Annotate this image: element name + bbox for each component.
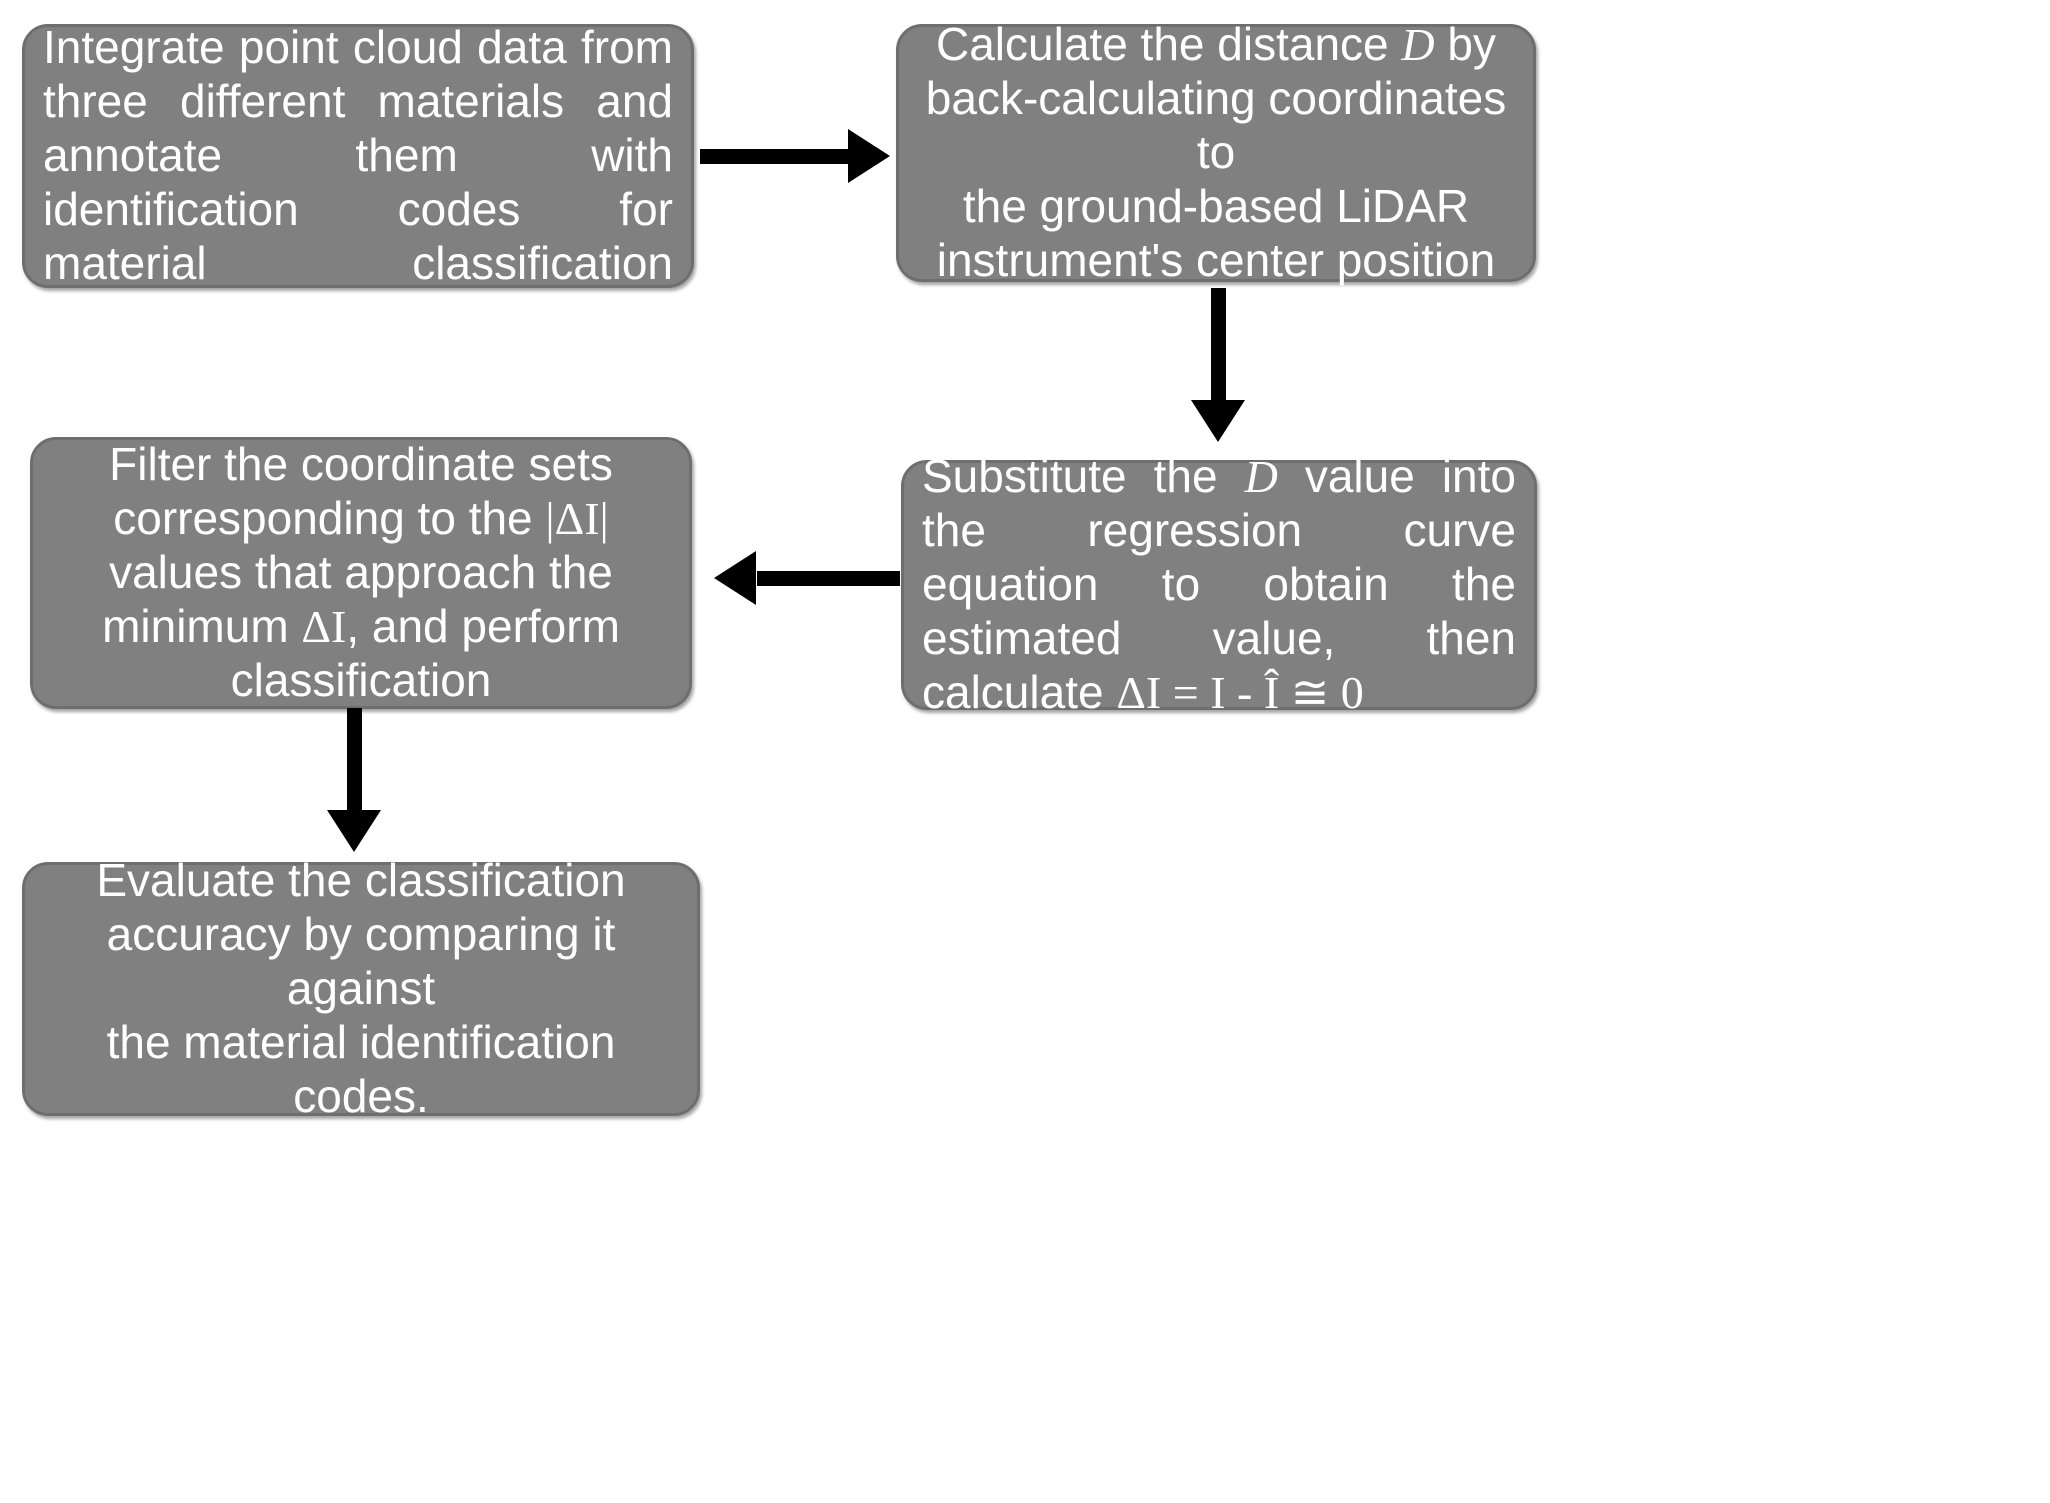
- substitute-eq-I-hat: Î: [1263, 666, 1280, 718]
- calcdist-symbol-D: D: [1401, 19, 1435, 71]
- filter-line4-suffix: , and perform: [346, 599, 620, 652]
- flowchart-node-integrate[interactable]: Integrate point cloud data from three di…: [22, 21, 694, 289]
- substitute-seg1: Substitute the: [922, 450, 1245, 503]
- filter-symbol-abs-delta-I: |ΔI|: [545, 493, 609, 545]
- arrow-head-right-icon: [848, 129, 890, 183]
- filter-line4-prefix: minimum: [102, 599, 302, 652]
- arrow-head-down-icon: [327, 810, 381, 852]
- arrow-head-left-icon: [714, 551, 756, 605]
- substitute-eq-equals: =: [1161, 666, 1211, 718]
- filter-line2-prefix: corresponding to the: [113, 492, 546, 545]
- arrow-shaft: [757, 571, 900, 586]
- filter-line3: values that approach the: [109, 546, 613, 599]
- calcdist-line1-suffix: by: [1434, 18, 1496, 71]
- evaluate-line1: Evaluate the classification: [96, 854, 626, 907]
- substitute-eq-delta-I: ΔI: [1116, 666, 1162, 718]
- substitute-eq-congruent: ≅: [1279, 666, 1341, 718]
- substitute-eq-minus: -: [1225, 666, 1264, 718]
- calcdist-line1-prefix: Calculate the distance: [936, 18, 1402, 71]
- arrow-shaft: [1211, 288, 1226, 408]
- flowchart-node-substitute[interactable]: Substitute the D value into the regressi…: [901, 450, 1537, 718]
- calcdist-line3: the ground-based LiDAR: [962, 179, 1470, 232]
- filter-line5: classification: [230, 653, 492, 706]
- arrow-shaft: [700, 149, 850, 164]
- substitute-symbol-D: D: [1244, 451, 1278, 503]
- node-substitute-text: Substitute the D value into the regressi…: [904, 450, 1534, 719]
- calcdist-line2: back-calculating coordinates to: [925, 72, 1507, 179]
- substitute-eq-zero: 0: [1340, 666, 1364, 718]
- substitute-eq-I: I: [1210, 666, 1226, 718]
- arrow-shaft: [347, 708, 362, 818]
- filter-symbol-delta-I: ΔI: [301, 600, 347, 652]
- arrow-head-down-icon: [1191, 400, 1245, 442]
- evaluate-line2: accuracy by comparing it against: [106, 908, 616, 1015]
- evaluate-line3: the material identification codes.: [106, 1015, 616, 1122]
- substitute-seg2: value into the regression curve equation…: [922, 450, 1516, 718]
- filter-line1: Filter the coordinate sets: [109, 438, 613, 491]
- calcdist-line4: instrument's center position: [936, 233, 1496, 286]
- node-integrate-text: Integrate point cloud data from three di…: [43, 21, 673, 289]
